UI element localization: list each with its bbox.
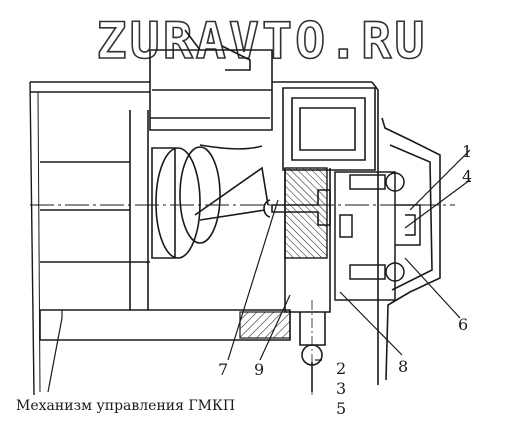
callout-9: 9	[254, 360, 264, 379]
callout-3: 3	[336, 379, 346, 398]
callout-2: 2	[336, 359, 346, 378]
callout-1: 1	[462, 142, 472, 161]
pin	[263, 189, 331, 226]
leader-lines	[47, 149, 471, 393]
control-body-hatched	[284, 167, 328, 259]
drum	[151, 144, 269, 259]
watermark-text: ZURAVTO.RU	[96, 12, 427, 70]
caption-text: Механизм управления ГМКП	[16, 398, 235, 414]
top-block	[149, 29, 273, 131]
callout-4: 4	[462, 167, 472, 186]
cover-shell	[371, 81, 441, 385]
electric-box	[282, 87, 376, 171]
callout-7: 7	[218, 360, 228, 379]
callout-6: 6	[458, 315, 468, 334]
callout-5: 5	[336, 399, 346, 418]
callout-numbers: 1 4 6 8 7 9 2 3 5	[218, 142, 472, 418]
switch-assembly	[334, 171, 421, 301]
callout-8: 8	[398, 357, 408, 376]
housing-outline	[29, 81, 372, 396]
hatched-section-bottom	[239, 311, 291, 339]
